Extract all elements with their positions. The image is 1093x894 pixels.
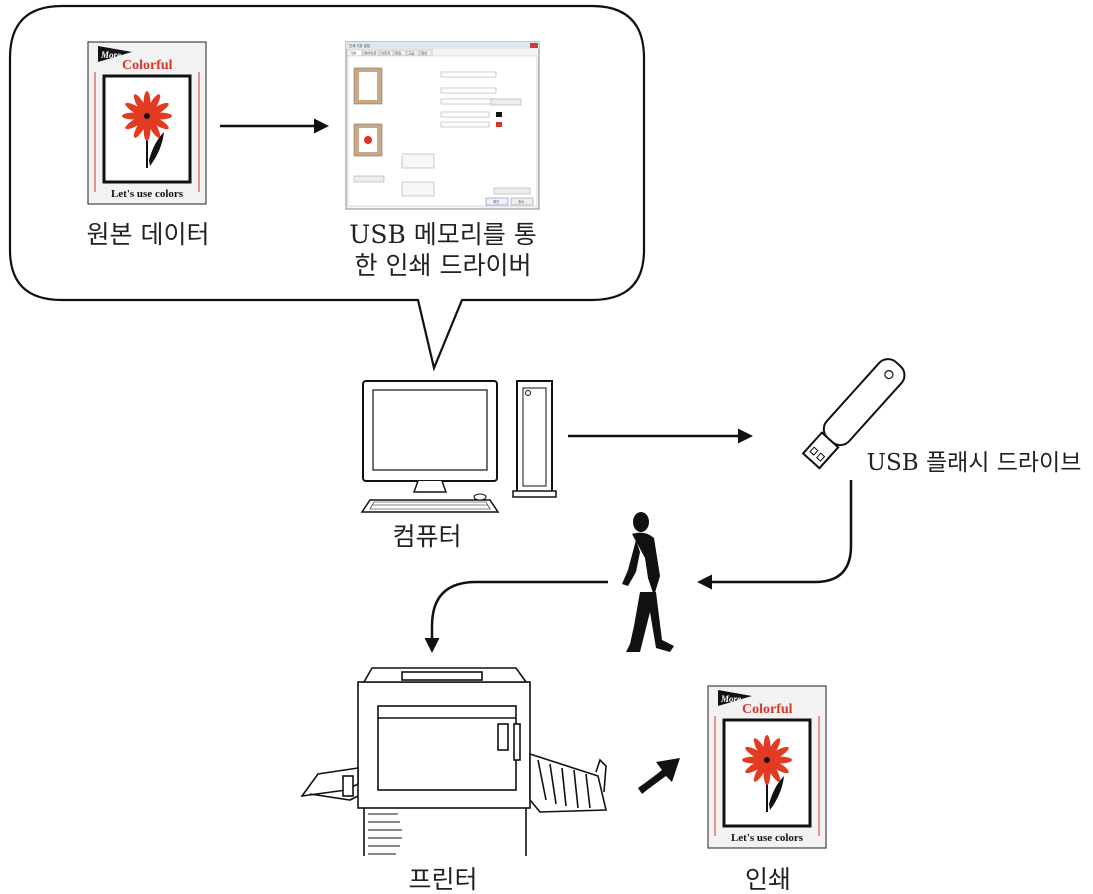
- printer-icon: [300, 667, 608, 856]
- option-box-1[interactable]: [401, 153, 435, 169]
- label-usb-drive: USB 플래시 드라이브: [867, 450, 1082, 476]
- label-computer: 컴퓨터: [392, 522, 461, 551]
- ok-button-label: 확인: [493, 199, 499, 204]
- orientation-select[interactable]: [440, 87, 497, 94]
- settings-button[interactable]: [490, 98, 522, 106]
- paper-size-select[interactable]: [440, 71, 497, 78]
- printed-output-poster: More Colorful Let's use colors: [707, 685, 827, 849]
- tab-label: 레이아웃: [364, 51, 376, 56]
- cancel-button[interactable]: [510, 197, 534, 206]
- person-walking-icon: [622, 512, 674, 652]
- arrow-printer-to-printout: [638, 758, 680, 794]
- poster-more-text: More: [720, 694, 741, 704]
- arrow-person-to-printer: [424, 580, 608, 653]
- poster-footer-text: Let's use colors: [731, 832, 804, 844]
- reset-button[interactable]: [493, 187, 531, 195]
- tab-label: 편집: [395, 51, 401, 56]
- label-original-data: 원본 데이터: [87, 220, 210, 249]
- dialog-tabs: 기본 레이아웃 이미지 편집 고급 정보: [347, 49, 433, 57]
- flower-icon: [122, 91, 172, 168]
- poster-footer-text: Let's use colors: [111, 188, 184, 200]
- option-box-2[interactable]: [401, 181, 435, 197]
- tab-label: 고급: [408, 52, 414, 56]
- label-driver-line-1: USB 메모리를 통: [349, 220, 536, 249]
- cancel-button-label: 취소: [518, 199, 524, 204]
- ok-button[interactable]: [485, 197, 509, 206]
- label-printer: 프린터: [408, 865, 477, 894]
- dialog-title-text: 인쇄 기본 설정: [349, 43, 370, 48]
- label-driver-line-2: 한 인쇄 드라이버: [355, 251, 532, 280]
- original-data-poster: More Colorful Let's use colors: [87, 41, 207, 205]
- label-print: 인쇄: [745, 865, 791, 894]
- color-1-select[interactable]: [440, 111, 490, 118]
- tab-label: 이미지: [381, 51, 390, 56]
- profile-button[interactable]: [353, 175, 385, 183]
- color-2-select[interactable]: [440, 121, 490, 128]
- poster-title-text: Colorful: [742, 702, 793, 717]
- driver-dialog-thumbnail: 인쇄 기본 설정 기본 레이아웃 이미지 편집 고급 정보: [345, 41, 540, 210]
- output-select[interactable]: [440, 98, 497, 105]
- computer-icon: [360, 380, 557, 513]
- tab-label: 기본: [350, 51, 356, 56]
- dialog-close-icon[interactable]: [530, 43, 538, 48]
- poster-title-text: Colorful: [122, 58, 173, 73]
- poster-more-text: More: [100, 50, 121, 60]
- usb-drive-icon: [801, 358, 906, 470]
- arrow-usb-to-person: [697, 480, 853, 590]
- tab-label: 정보: [421, 51, 427, 56]
- flower-icon: [742, 735, 792, 812]
